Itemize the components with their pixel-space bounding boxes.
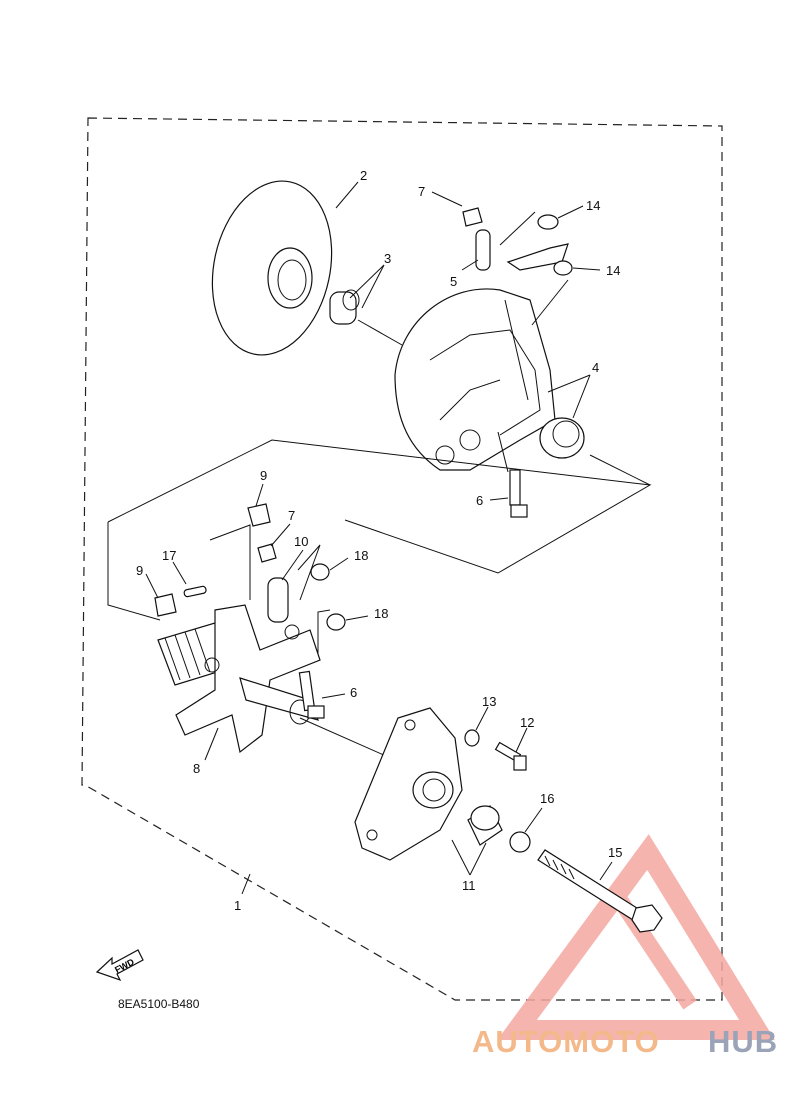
callout-7-lower: 7 bbox=[288, 508, 295, 523]
part-2-sheave bbox=[211, 180, 333, 356]
leader-lines bbox=[145, 181, 613, 895]
callout-2: 2 bbox=[360, 168, 367, 183]
part-18-washer-b bbox=[326, 613, 346, 631]
callout-3: 3 bbox=[384, 251, 391, 266]
callout-15: 15 bbox=[608, 845, 622, 860]
watermark-logo-icon bbox=[497, 834, 775, 1040]
diagram-code: 8EA5100-B480 bbox=[118, 997, 200, 1011]
part-14-washer-b bbox=[553, 260, 573, 276]
part-6-bolt-lower bbox=[298, 670, 325, 719]
part-18-washer-a bbox=[310, 563, 330, 581]
callout-12: 12 bbox=[520, 715, 534, 730]
part-7-cap-top bbox=[462, 207, 483, 227]
part-4-housing bbox=[394, 288, 585, 471]
callout-8: 8 bbox=[193, 761, 200, 776]
callout-9-lower: 9 bbox=[136, 563, 143, 578]
callout-18-lower: 18 bbox=[374, 606, 388, 621]
watermark-wordmark: AUTOMOTO HUB bbox=[472, 1024, 778, 1059]
callout-5: 5 bbox=[450, 274, 457, 289]
fwd-arrow-icon: FWD bbox=[95, 949, 144, 982]
callout-18-upper: 18 bbox=[354, 548, 368, 563]
part-15-long-bolt bbox=[537, 849, 663, 933]
part-11-cover bbox=[354, 707, 503, 861]
part-9-slider-upper bbox=[247, 503, 271, 527]
callout-9-upper: 9 bbox=[260, 468, 267, 483]
callout-4: 4 bbox=[592, 360, 599, 375]
callout-7-upper: 7 bbox=[418, 184, 425, 199]
part-7-cap-lower bbox=[257, 543, 277, 563]
callout-6-lower: 6 bbox=[350, 685, 357, 700]
part-14-washer-a bbox=[537, 214, 559, 230]
part-13-washer bbox=[464, 729, 480, 747]
callout-11: 11 bbox=[462, 878, 476, 893]
callout-17: 17 bbox=[162, 548, 176, 563]
watermark-text-hub: HUB bbox=[708, 1024, 778, 1059]
part-14-weight bbox=[506, 243, 569, 271]
part-5-pin bbox=[475, 229, 491, 271]
part-17-pin bbox=[183, 585, 207, 598]
part-8-spider-shaft bbox=[157, 604, 321, 754]
watermark-text-automoto: AUTOMOTO bbox=[472, 1024, 660, 1059]
part-12-bolt bbox=[494, 741, 527, 771]
part-9-slider-lower bbox=[154, 593, 177, 617]
callout-13: 13 bbox=[482, 694, 496, 709]
callout-14-lower: 14 bbox=[606, 263, 620, 278]
part-6-bolt-upper bbox=[509, 469, 528, 518]
callout-16: 16 bbox=[540, 791, 554, 806]
callout-6-upper: 6 bbox=[476, 493, 483, 508]
callout-14-upper: 14 bbox=[586, 198, 600, 213]
part-3-collar bbox=[329, 289, 360, 325]
assembly-boundary bbox=[81, 117, 723, 1001]
part-16-washer bbox=[509, 831, 531, 853]
callout-1: 1 bbox=[234, 898, 241, 913]
part-10-pin bbox=[267, 577, 289, 623]
callout-10: 10 bbox=[294, 534, 308, 549]
